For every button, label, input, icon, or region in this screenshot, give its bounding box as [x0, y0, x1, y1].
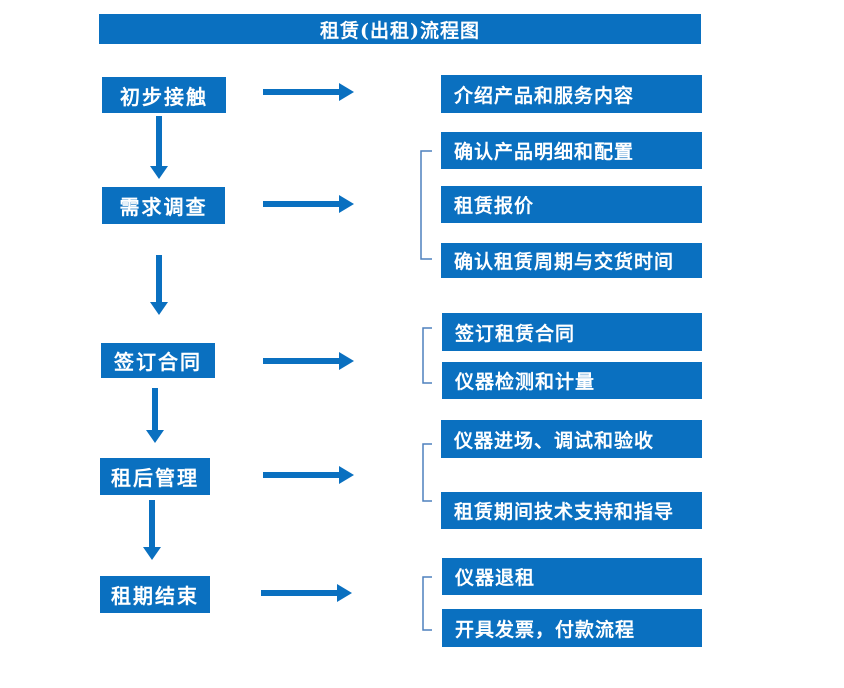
flow-right-arrow-4	[263, 466, 354, 484]
output-box-introduce-products: 介绍产品和服务内容	[441, 75, 702, 113]
group-bracket-2	[422, 327, 432, 384]
page-title: 租赁(出租)流程图	[320, 19, 480, 42]
flow-down-arrow-3	[146, 388, 164, 443]
output-box-instrument-inspection: 仪器检测和计量	[442, 362, 702, 399]
flow-right-arrow-2	[263, 195, 354, 213]
step-box-post-rental-management: 租后管理	[100, 458, 210, 495]
output-box-instrument-setup-acceptance: 仪器进场、调试和验收	[441, 420, 702, 458]
flow-down-arrow-1	[150, 116, 168, 179]
step-box-rental-end: 租期结束	[100, 576, 210, 613]
step-box-contract-signing: 签订合同	[101, 343, 215, 378]
flow-down-arrow-4	[143, 500, 161, 560]
title-bar: 租赁(出租)流程图	[99, 14, 701, 44]
flow-right-arrow-3	[263, 352, 354, 370]
flow-down-arrow-2	[150, 255, 168, 315]
output-box-sign-rental-contract: 签订租赁合同	[442, 313, 702, 351]
group-bracket-3	[422, 443, 432, 502]
group-bracket-1	[420, 150, 432, 260]
output-box-invoice-payment: 开具发票，付款流程	[442, 609, 702, 647]
output-box-confirm-product-details: 确认产品明细和配置	[441, 132, 702, 169]
output-box-confirm-rental-period: 确认租赁周期与交货时间	[441, 243, 702, 278]
flow-right-arrow-1	[263, 83, 354, 101]
step-box-demand-survey: 需求调查	[102, 187, 225, 224]
step-box-initial-contact: 初步接触	[102, 77, 226, 113]
flow-right-arrow-5	[261, 584, 352, 602]
output-box-instrument-return: 仪器退租	[442, 558, 702, 595]
group-bracket-4	[422, 576, 432, 631]
output-box-rental-tech-support: 租赁期间技术支持和指导	[441, 492, 702, 529]
output-box-rental-quotation: 租赁报价	[441, 186, 702, 223]
